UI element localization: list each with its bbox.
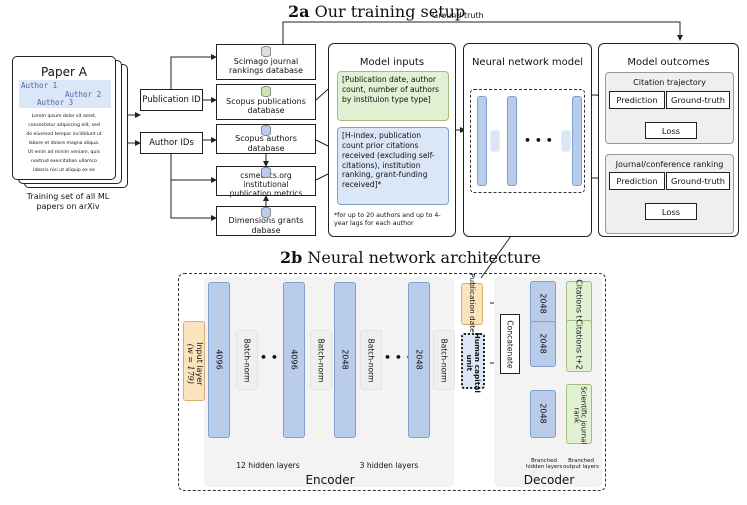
database-icon [261,167,271,178]
database-icon [261,86,271,97]
nn-layer-bar [572,96,582,186]
decoder-hidden-3 [530,390,556,438]
zoom-line [480,235,512,279]
author-ids-box: Author IDs [140,132,203,154]
architecture-frame [178,273,606,491]
nn-batchnorm-bar [561,130,571,152]
paper-caption-2: papers on arXiv [36,202,100,211]
citation-trajectory-title: Citation trajectory [633,78,706,87]
inputs-footnote: *for up to 20 authors and up to 4-year l… [334,212,441,227]
decoder-hidden-label: 2048 [538,293,548,314]
inputs-author-box: [H-index, publication count prior citati… [337,127,449,205]
paper-body-line: laboris nisi ut aliquip ex ea [33,168,95,173]
ranking-loss-box: Loss [645,203,697,220]
brace-12-label: 12 hidden layers [236,461,300,470]
batch-norm-label: Batch-norm [439,338,449,383]
paper-body-line: Ut enim ad minim veniam, quis [27,150,101,155]
database-icon [261,46,271,57]
section-b-title: 2b Neural network architecture [280,248,541,267]
model-inputs-title: Model inputs [359,57,425,68]
output-citations-t2 [566,320,592,372]
publication-id-box: Publication ID [140,89,203,111]
concatenate-label: Concatenate [505,320,515,369]
encoder-dots-2: • • • [384,351,413,364]
paper-body-line: do eiusmod tempor incididunt ut [26,132,102,137]
human-capital-box [461,333,485,389]
concatenate-box [500,314,520,374]
inputs-publication-box: [Publication date, author count, number … [337,71,449,121]
input-layer-box [183,321,205,401]
output-citations-t2-label: Citations t+2 [574,319,584,370]
batch-norm-box [433,330,455,390]
citation-ground-truth-box: Ground-truth [666,91,730,109]
nn-model-panel: Neural network model • • • [463,43,592,237]
paper-caption-1: Training set of all ML [26,192,110,201]
authorids-to-csmetrics-arrow [170,154,217,183]
output-journal-rank [566,384,592,444]
batch-norm-label: Batch-norm [366,338,376,383]
nn-layer-bar [477,96,487,186]
nn-layer-bar [507,96,517,186]
paper-title: Paper A [40,65,87,79]
encoder-layer-label: 2048 [414,349,424,370]
encoder-layer-4096-first [208,282,230,438]
decoder-hidden-label: 2048 [538,333,548,354]
decoder-hidden-label: 2048 [538,403,548,424]
database-icon [261,207,271,218]
human-capital-label: Human capital unit [465,332,482,393]
decoder-hidden-1 [530,281,556,327]
encoder-layer-label: 4096 [214,349,224,370]
paper-body-line: Lorem ipsum dolor sit amet, [31,114,97,119]
publication-date-box [461,283,483,325]
author-2: Author 2 [65,90,102,99]
ranking-ground-truth-box: Ground-truth [666,172,730,190]
encoder-layer-2048-last [408,282,430,438]
citation-loss-box: Loss [645,122,697,139]
encoder-layer-2048-first [334,282,356,438]
nn-batchnorm-bar [490,130,500,152]
batch-norm-label: Batch-norm [242,338,252,383]
nn-model-title: Neural network model [471,57,584,68]
encoder-layer-label: 2048 [340,349,350,370]
decoder-label: Decoder [523,473,575,487]
nn-dashed-frame [470,89,585,193]
batch-norm-box [310,330,332,390]
journal-ranking-group: Journal/conference ranking [605,154,734,234]
database-icon [261,125,271,136]
brace-3-label: 3 hidden layers [359,461,419,470]
ground-truth-arrow [282,21,683,44]
section-a-title: 2a Our training setup [288,2,466,21]
journal-ranking-title: Journal/conference ranking [615,160,724,169]
batch-norm-box [360,330,382,390]
encoder-layer-label: 4096 [289,349,299,370]
author-1: Author 1 [21,81,58,90]
paper-card: Paper A Author 1 Author 2 Author 3 Lorem… [12,56,116,180]
batch-norm-box [236,330,258,390]
pubid-to-scimago-arrow [170,54,217,100]
authorids-to-dimensions-arrow [170,180,217,221]
ground-truth-label: Ground truth [432,11,484,20]
model-inputs-panel: Model inputs [Publication date, author c… [328,43,456,237]
batch-norm-label: Batch-norm [316,338,326,383]
encoder-dots-1: • • • [260,351,289,364]
author-highlight [19,80,111,108]
citation-prediction-box: Prediction [609,91,665,109]
decoder-hidden-2 [530,321,556,367]
input-layer-label: Input layer(w = 179) [186,342,204,386]
paper-body-line: labore et dolore magna aliqua. [28,141,100,146]
output-journal-rank-label: Scientific journal rank [572,386,588,445]
model-outcomes-title: Model outcomes [627,57,710,68]
nn-dots: • • • [524,134,553,147]
author-3: Author 3 [37,98,74,107]
encoder-layer-4096-last [283,282,305,438]
encoder-label: Encoder [305,473,355,487]
paper-body-line: consectetur adipiscing elit, sed [28,123,100,128]
ranking-prediction-box: Prediction [609,172,665,190]
paper-body-line: nostrud exercitation ullamco [31,159,97,164]
